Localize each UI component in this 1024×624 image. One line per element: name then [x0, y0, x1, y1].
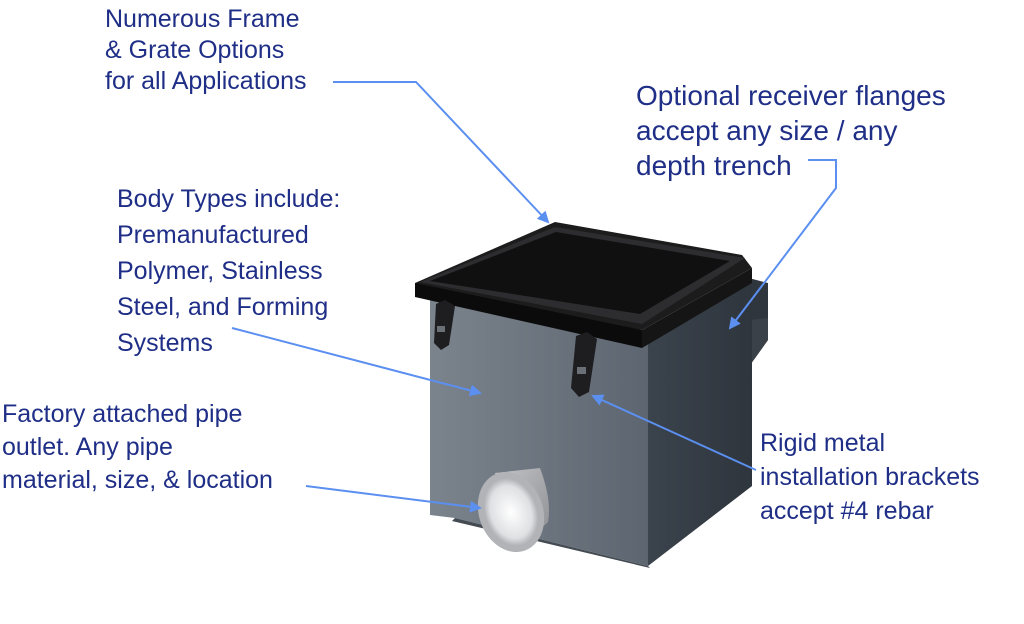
- callout-frame-grate: Numerous Frame & Grate Options for all A…: [105, 4, 307, 97]
- callout-line: Steel, and Forming: [117, 293, 329, 321]
- installation-bracket-left: [434, 300, 455, 350]
- frame-grate: [415, 222, 752, 348]
- callout-line: installation brackets: [760, 463, 980, 491]
- callout-line: accept #4 rebar: [760, 497, 934, 525]
- callout-brackets: Rigid metal installation brackets accept…: [760, 426, 980, 528]
- callout-line: Numerous Frame: [105, 5, 300, 33]
- callout-line: accept any size / any: [636, 115, 898, 146]
- callout-line: for all Applications: [105, 67, 307, 95]
- leader-pipe-outlet: [305, 485, 482, 513]
- leader-brackets: [591, 394, 757, 471]
- callout-line: Premanufactured: [117, 221, 309, 249]
- callout-line: Polymer, Stainless: [117, 257, 323, 285]
- callout-line: depth trench: [636, 150, 792, 181]
- callout-line: Body Types include:: [117, 185, 341, 213]
- callout-body-types: Body Types include: Premanufactured Poly…: [117, 181, 340, 361]
- pipe-outlet: [477, 468, 549, 553]
- leader-lines: [231, 81, 837, 513]
- callout-line: & Grate Options: [105, 36, 285, 64]
- leader-receiver-flanges: [728, 159, 837, 330]
- callout-receiver-flanges: Optional receiver flanges accept any siz…: [636, 78, 946, 183]
- leader-body-types: [231, 327, 482, 397]
- callout-pipe-outlet: Factory attached pipe outlet. Any pipe m…: [2, 398, 273, 497]
- leader-frame-grate: [333, 81, 550, 224]
- callout-line: outlet. Any pipe: [2, 433, 173, 461]
- callout-line: Rigid metal: [760, 429, 886, 457]
- callout-line: Optional receiver flanges: [636, 80, 946, 111]
- installation-bracket-right: [571, 332, 597, 397]
- callout-line: Systems: [117, 329, 213, 357]
- callout-line: Factory attached pipe: [2, 400, 243, 428]
- callout-line: material, size, & location: [2, 466, 273, 494]
